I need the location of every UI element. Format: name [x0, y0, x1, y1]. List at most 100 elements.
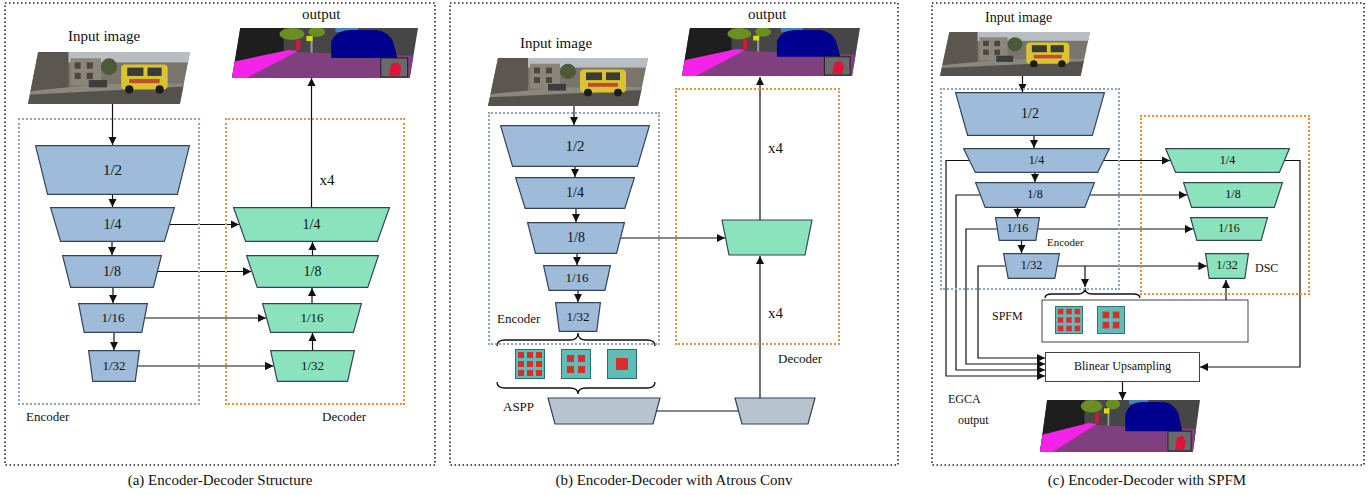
- arrow-connector: [145, 317, 266, 318]
- trapezoid-shape: [247, 256, 379, 288]
- arrow-connector: [978, 266, 1045, 358]
- edge-label: x4: [318, 172, 337, 189]
- output-pictures: [232, 27, 1200, 452]
- encoder-stage: 1/2: [955, 92, 1105, 136]
- stage-label: 1/16: [1218, 222, 1239, 235]
- trapezoid-shape: [501, 126, 650, 167]
- arrow-connector: [1058, 265, 1207, 266]
- decoder-stage: 1/32: [1205, 253, 1249, 279]
- heading-label: Decoder: [322, 410, 366, 424]
- encoder-stage: 1/8: [975, 182, 1095, 208]
- arrow-connector: [1034, 173, 1035, 182]
- decoder-region: Decoder: [675, 88, 840, 345]
- encoder-region: 1/21/41/81/161/32Encoder: [940, 88, 1120, 290]
- heading-label: Encoder: [26, 410, 69, 424]
- arrow-connector: [312, 242, 313, 255]
- encoder-stage: 1/2: [500, 125, 650, 167]
- stage-label: 1/16: [565, 271, 588, 285]
- arrow-connector: [311, 78, 312, 207]
- figure-label: x4: [768, 305, 783, 322]
- trapezoid-shape: [516, 178, 635, 209]
- trapezoid-shape: [976, 183, 1095, 208]
- figure-label: SPFM: [992, 310, 1023, 323]
- encoder-stage: 1/8: [62, 255, 162, 288]
- panel-frames: [5, 3, 1364, 465]
- heading-label: output: [958, 414, 989, 427]
- stage-label: 1/8: [567, 230, 585, 245]
- decoder-region: 1/41/81/161/32Decoder: [225, 118, 405, 405]
- encoder-stage: 1/32: [88, 350, 140, 382]
- heading-label: DSC: [1255, 262, 1278, 275]
- trapezoid-shape: [1004, 254, 1060, 279]
- subfigure-caption: (a) Encoder-Decoder Structure: [128, 472, 313, 489]
- trapezoid-shape: [1206, 254, 1249, 279]
- heading-label: output: [302, 6, 340, 23]
- trapezoid-shape: [36, 146, 190, 195]
- heading-label: Decoder: [778, 352, 822, 366]
- encoder-stage: 1/4: [50, 207, 175, 242]
- output-image: output: [1040, 400, 1200, 452]
- heading-label: Encoder: [497, 312, 540, 326]
- heading-label: Input image: [520, 35, 592, 52]
- arrow-connector: [112, 195, 113, 207]
- stage-label: 1/2: [565, 138, 584, 155]
- arrow-connector: [1104, 160, 1170, 161]
- encoder-stage: 1/4: [515, 177, 635, 209]
- arrow-connector: [138, 365, 273, 366]
- heading-label: output: [748, 6, 786, 23]
- trapezoid-shape: [964, 149, 1110, 173]
- arrow-connector: [312, 333, 313, 350]
- encoder-stage: 1/32: [555, 302, 601, 332]
- stage-label: 1/32: [1021, 259, 1042, 272]
- encoder-stage: 1/16: [543, 265, 611, 291]
- arrow-connector: [113, 333, 114, 350]
- trapezoid-shape: [1166, 149, 1290, 173]
- encoder-region: 1/2 1/4 1/8 1/16 1/32 Encoder: [488, 112, 660, 345]
- figure-label: ASPP: [503, 400, 534, 414]
- trapezoid-shape: [234, 208, 390, 242]
- stage-label: 1/4: [1220, 154, 1235, 167]
- encoder-stage: 1/4: [963, 148, 1110, 173]
- arrow-connector: [170, 224, 239, 225]
- input-pictures: [28, 32, 1090, 106]
- arrow-connector: [1022, 76, 1023, 92]
- encoder-region: 1/21/41/81/161/32Encoder: [18, 118, 200, 405]
- arrow-connector: [574, 167, 575, 177]
- trapezoid-shape: [271, 351, 355, 382]
- decoder-stage: 1/8: [1183, 182, 1283, 208]
- stage-label: 1/32: [566, 310, 589, 324]
- arrow-connector: [577, 291, 578, 302]
- figure-label: x4: [768, 140, 783, 157]
- stage-label: 1/16: [101, 311, 124, 325]
- trapezoid-shape: [956, 93, 1105, 136]
- decoder-stage: 1/4: [1165, 148, 1290, 173]
- stage-label: Blinear Upsampling: [1074, 360, 1171, 373]
- arrow-connector: [575, 209, 576, 222]
- trapezoid-shape: [1191, 218, 1268, 241]
- connectors: [112, 76, 1300, 400]
- stage-label: 1/4: [1029, 154, 1044, 167]
- arrow-connector: [111, 242, 112, 255]
- arrow-connector: [1122, 382, 1123, 400]
- arrow-connector: [112, 104, 113, 145]
- arrow-connector: [966, 229, 1045, 364]
- stage-label: 1/32: [301, 359, 324, 373]
- trapezoid-shape: [79, 304, 148, 333]
- decoder-stage: 1/16: [1190, 217, 1268, 241]
- arrow-connector: [1033, 136, 1034, 148]
- stage-label: 1/8: [1027, 188, 1042, 201]
- trapezoid-shape: [263, 304, 362, 333]
- trapezoid-shape: [556, 303, 601, 332]
- arrow-connector: [956, 195, 1045, 370]
- heading-label: Input image: [985, 10, 1052, 25]
- heading-label: Encoder: [1047, 236, 1084, 248]
- dsc-region: 1/4 1/8 1/16 1/32 DSC: [1140, 115, 1310, 295]
- stage-label: 1/32: [102, 359, 125, 373]
- stage-label: 1/4: [303, 217, 321, 232]
- stage-label: 1/2: [103, 162, 122, 179]
- input-image: Input image: [28, 52, 190, 104]
